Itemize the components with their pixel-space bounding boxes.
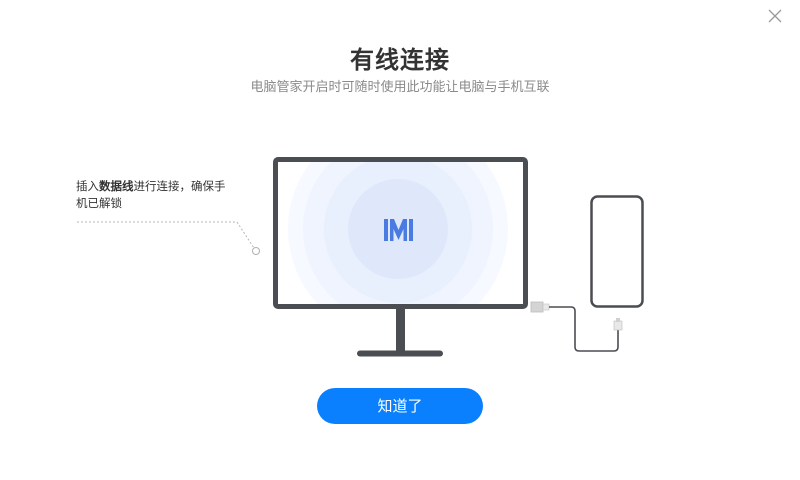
usb-cable-icon <box>530 301 623 352</box>
got-it-button[interactable]: 知道了 <box>317 388 483 424</box>
monitor-icon <box>273 157 528 357</box>
page-title: 有线连接 <box>350 46 450 74</box>
close-icon[interactable] <box>766 7 784 25</box>
callout-line <box>77 221 260 255</box>
connection-hint: 插入数据线进行连接，确保手机已解锁 <box>76 179 226 210</box>
app-logo-icon <box>384 219 413 241</box>
page-subtitle: 电脑管家开启时可随时使用此功能让电脑与手机互联 <box>250 80 550 95</box>
phone-icon <box>590 195 644 308</box>
